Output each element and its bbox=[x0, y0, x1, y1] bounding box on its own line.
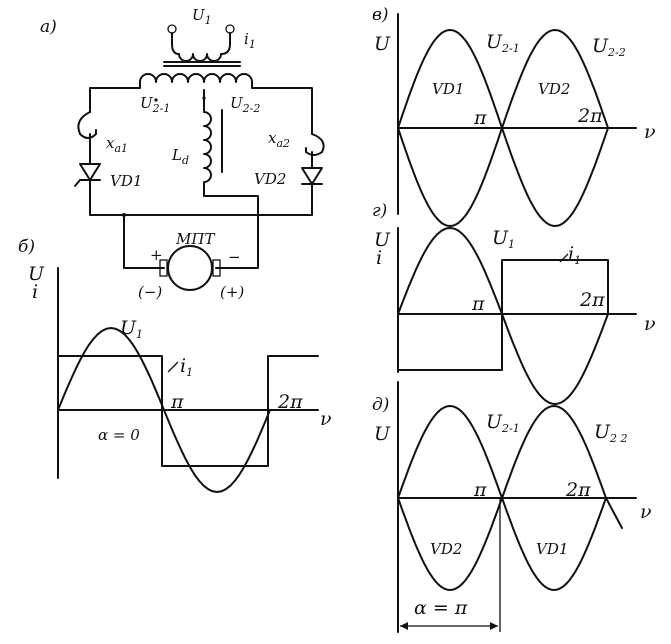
graph-d: д) U U2-1 U2 2 VD2 VD1 π 2π ν α = π bbox=[372, 381, 652, 633]
graph-g-pi-label: π bbox=[471, 293, 485, 315]
graph-g-voltage-wave bbox=[397, 227, 609, 405]
graph-g-y-label-i: i bbox=[376, 247, 382, 269]
minus-sign: − bbox=[228, 248, 241, 266]
graph-d-vd1-label: VD1 bbox=[536, 540, 568, 558]
right-wire-bottom bbox=[257, 183, 313, 216]
reactor-xa1 bbox=[77, 111, 97, 139]
graph-b-2pi-label: 2π bbox=[277, 391, 303, 413]
graph-d-u22-label: U2 2 bbox=[594, 421, 628, 445]
graph-v-vd1-label: VD1 bbox=[432, 80, 464, 98]
u21-label: U2-1 bbox=[140, 94, 170, 115]
panel-label-g: г) bbox=[372, 201, 387, 221]
diode-vd2 bbox=[301, 167, 323, 185]
panel-label-a: а) bbox=[40, 17, 57, 37]
graph-d-axis-label: ν bbox=[640, 501, 652, 523]
graph-v-axis-label: ν bbox=[644, 121, 656, 143]
graph-d-alpha-label: α = π bbox=[414, 597, 468, 619]
graph-v-pi-label: π bbox=[473, 107, 487, 129]
motor-label: МПТ bbox=[175, 230, 215, 248]
graph-g-2pi-label: 2π bbox=[579, 289, 605, 311]
dc-motor bbox=[167, 245, 213, 291]
motor-right-wire bbox=[215, 214, 259, 269]
graph-d-u21-label: U2-1 bbox=[486, 411, 520, 435]
graph-b-u1-label: U1 bbox=[120, 317, 143, 341]
xa1-label: xa1 bbox=[106, 134, 128, 155]
motor-left-wire bbox=[123, 214, 165, 269]
dot-marker-1 bbox=[154, 98, 158, 102]
i1-label: i1 bbox=[244, 30, 256, 51]
graph-v: в) U U2-1 U2-2 VD1 VD2 π 2π ν bbox=[372, 5, 656, 227]
u22-label: U2-2 bbox=[230, 94, 260, 115]
graph-b: б) U i U1 i1 π 2π ν α = 0 bbox=[18, 237, 332, 493]
graph-b-current-wave bbox=[57, 355, 319, 467]
graph-b-i1-pointer bbox=[167, 361, 179, 373]
vd1-label: VD1 bbox=[110, 172, 142, 190]
graph-v-vd2-label: VD2 bbox=[538, 80, 570, 98]
graph-g-current-wave bbox=[397, 259, 609, 371]
vd2-label: VD2 bbox=[254, 170, 286, 188]
graph-b-i1-label: i1 bbox=[180, 355, 193, 379]
plus-sign: + bbox=[150, 246, 163, 264]
graph-v-2pi-label: 2π bbox=[577, 105, 603, 127]
graph-b-pi-label: π bbox=[170, 391, 184, 413]
circuit-diagram: а) U1 i1 U2-1 U2-2 xa1 VD1 Ld xa2 bbox=[40, 6, 325, 301]
graph-g-i1-label: i1 bbox=[568, 243, 581, 267]
panel-label-d: д) bbox=[372, 395, 389, 415]
diode-vd1 bbox=[74, 163, 101, 187]
graph-g-u1-label: U1 bbox=[492, 227, 515, 251]
secondary-left-lead bbox=[89, 81, 141, 113]
graph-g-y-label-u: U bbox=[374, 229, 391, 251]
minus-paren: (−) bbox=[138, 283, 162, 301]
graph-d-wave-u21 bbox=[397, 405, 503, 591]
plus-paren: (+) bbox=[220, 283, 244, 301]
graph-g-axis-label: ν bbox=[644, 313, 656, 335]
graph-g-i1-pointer bbox=[559, 253, 569, 263]
primary-terminal-left bbox=[167, 24, 177, 34]
secondary-winding bbox=[139, 73, 253, 83]
xa2-label: xa2 bbox=[268, 129, 290, 150]
graph-d-wave-u22 bbox=[501, 405, 623, 591]
graph-b-alpha-label: α = 0 bbox=[98, 426, 140, 444]
primary-winding bbox=[171, 32, 231, 62]
graph-d-pi-label: π bbox=[473, 479, 487, 501]
graph-v-u22-label: U2-2 bbox=[592, 35, 626, 59]
graph-v-u21-label: U2-1 bbox=[486, 31, 520, 55]
graph-v-wave-u21 bbox=[397, 29, 503, 227]
graph-b-y-label-i: i bbox=[32, 281, 38, 303]
graph-g: г) U i U1 i1 π 2π ν bbox=[372, 201, 656, 405]
reactor-xa2 bbox=[305, 133, 325, 156]
secondary-right-lead bbox=[251, 81, 313, 135]
panel-label-v: в) bbox=[372, 5, 389, 25]
inductor-ld bbox=[203, 111, 212, 197]
graph-d-vd2-label: VD2 bbox=[430, 540, 462, 558]
panel-label-b: б) bbox=[18, 237, 35, 257]
graph-d-2pi-label: 2π bbox=[565, 479, 591, 501]
primary-terminal-right bbox=[225, 24, 235, 34]
graph-d-y-label: U bbox=[374, 423, 391, 445]
graph-b-voltage-wave bbox=[57, 327, 271, 493]
graph-b-y-label-u: U bbox=[28, 263, 45, 285]
graph-v-wave-u22 bbox=[501, 29, 609, 227]
ld-label: Ld bbox=[171, 146, 189, 167]
u1-label: U1 bbox=[192, 6, 212, 27]
graph-v-y-label: U bbox=[374, 33, 391, 55]
graph-b-axis-label: ν bbox=[320, 408, 332, 430]
